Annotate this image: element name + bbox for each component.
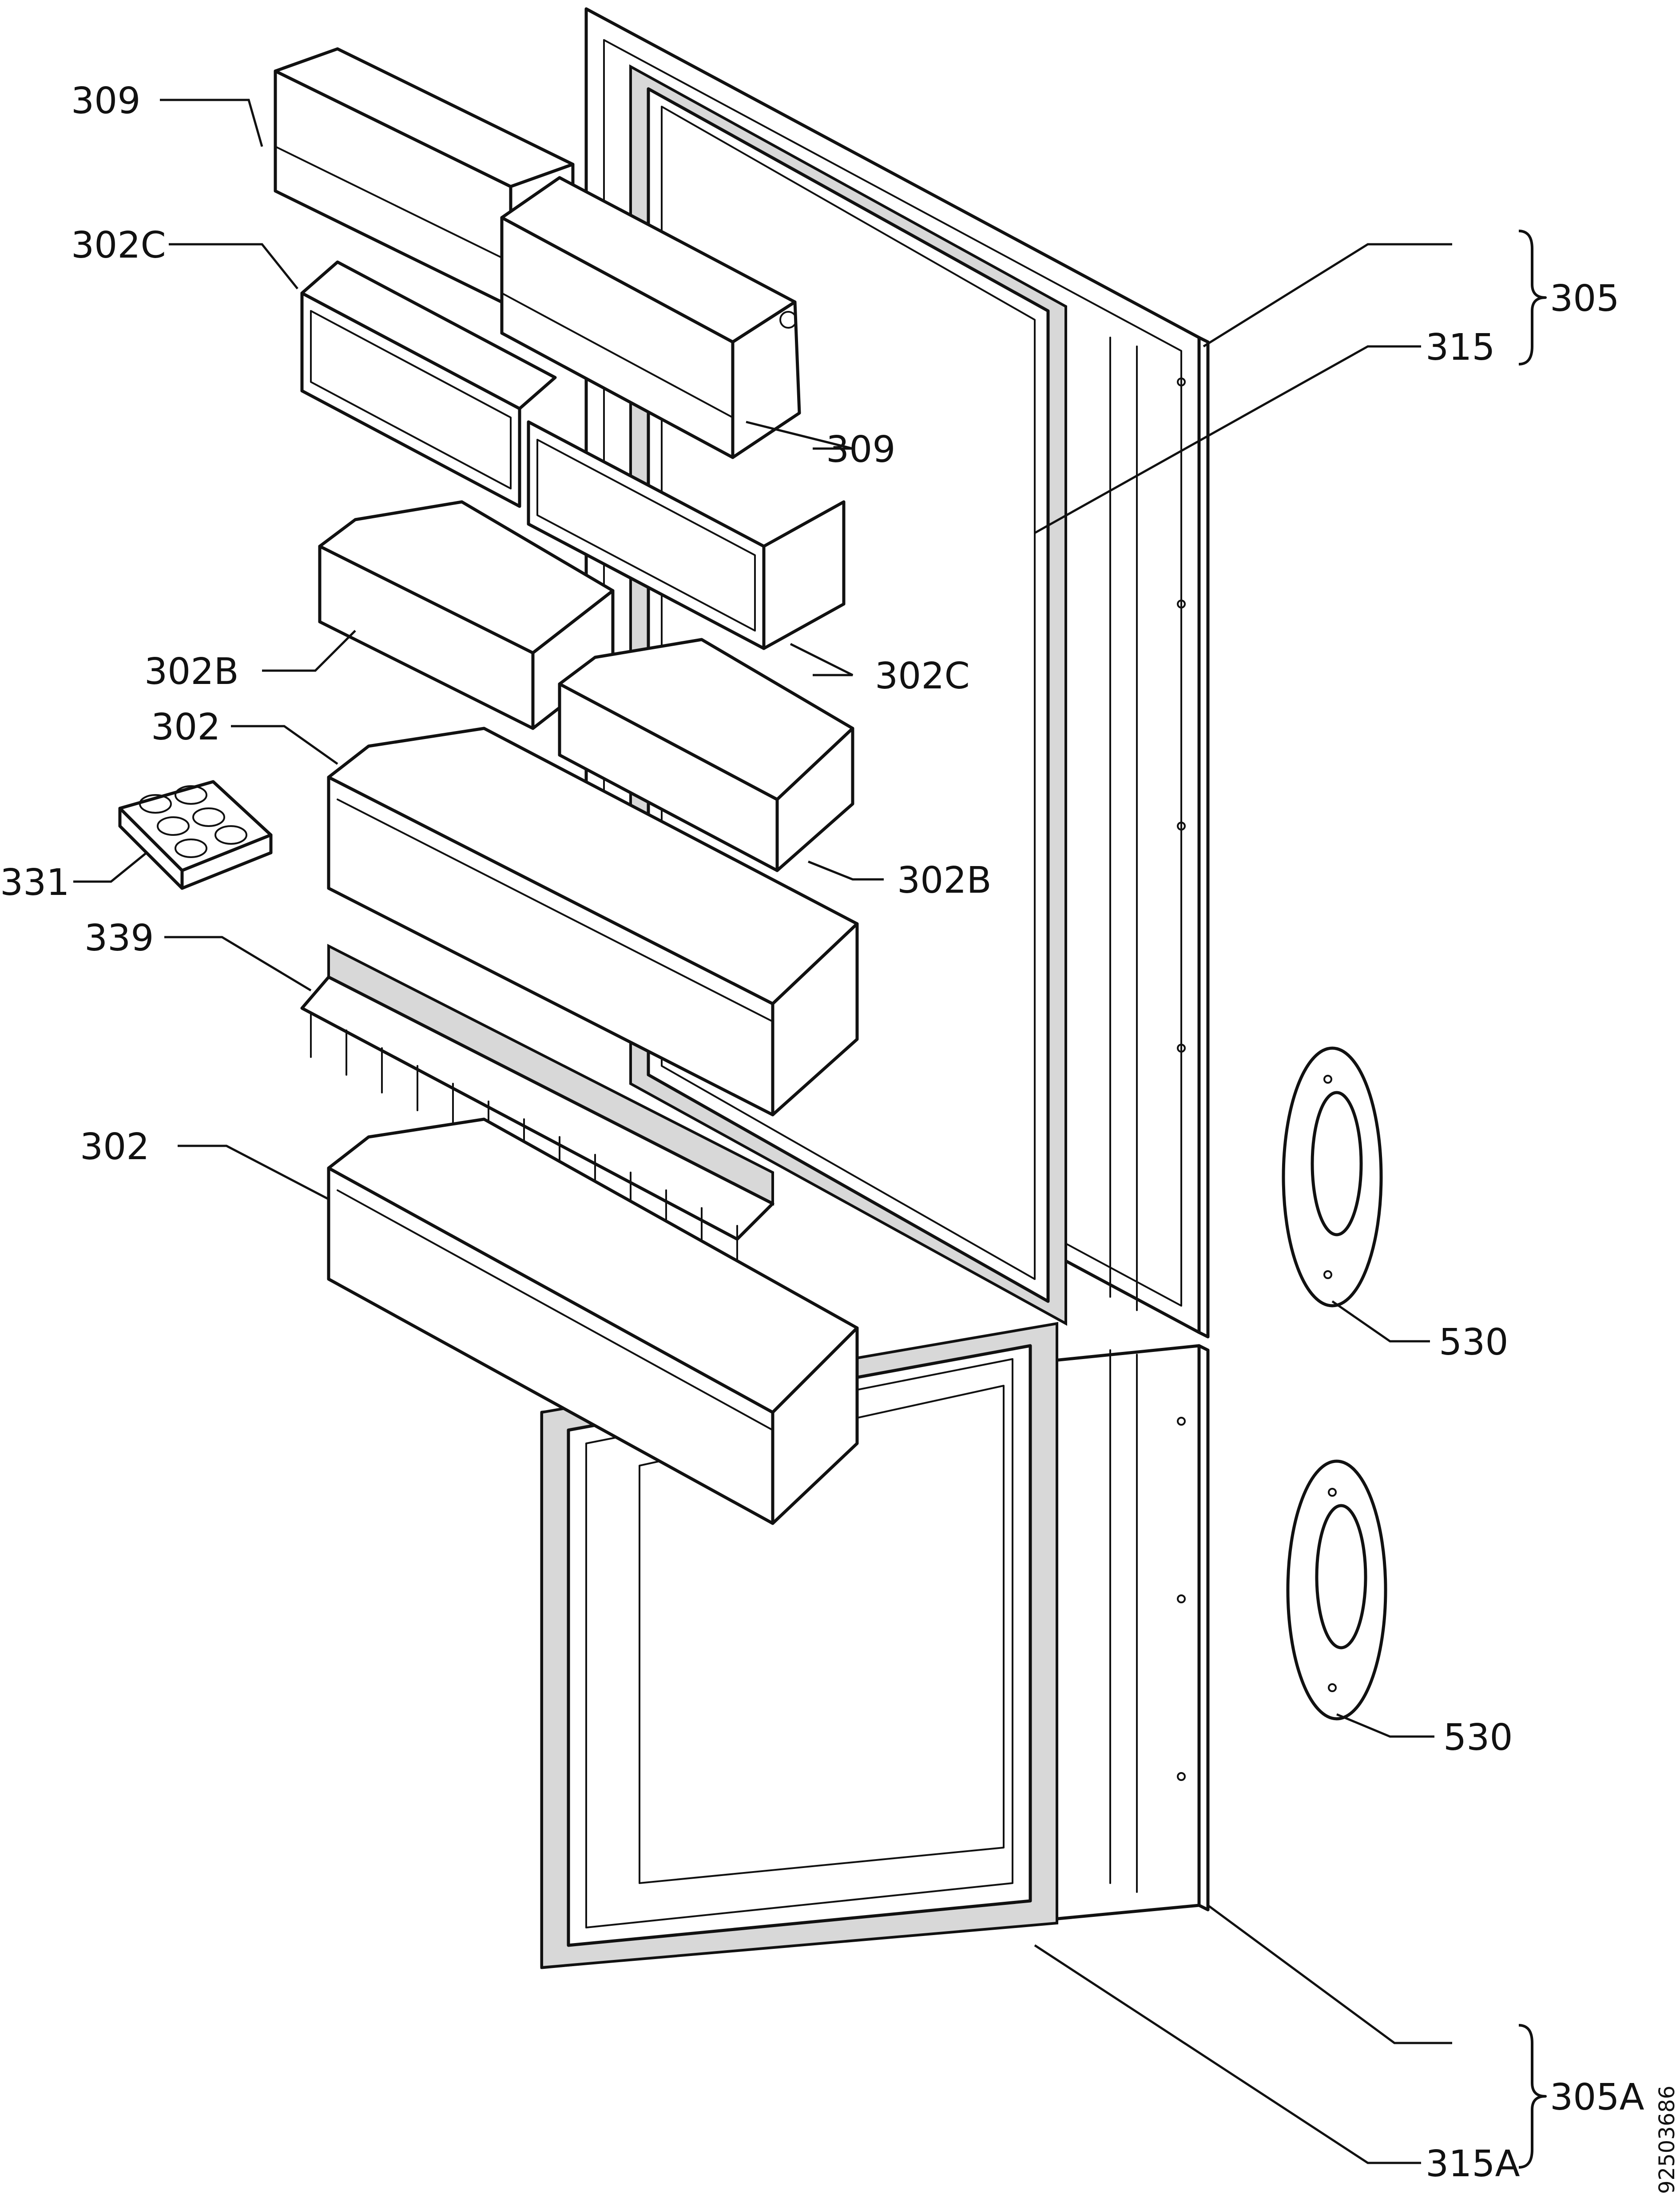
egg-tray-331 [118, 780, 273, 890]
drawing-number: 92503686 [1655, 2086, 1680, 2194]
door-bin-302-upper [327, 727, 859, 1117]
door-bin-302b-left [318, 500, 615, 730]
callout-530-upper: 530 [1439, 1321, 1509, 1363]
lower-door-panel [540, 1322, 1210, 1969]
callout-530-lower: 530 [1443, 1717, 1513, 1759]
callout-302b-right: 302B [897, 859, 992, 902]
door-shelf-302c-left [300, 260, 557, 508]
door-shelf-302c-right [527, 420, 846, 650]
callout-309-mid: 309 [826, 429, 896, 471]
callout-302b-left: 302B [144, 651, 239, 693]
callout-302c-left: 302C [71, 224, 166, 266]
door-bin-302b-right [558, 638, 854, 872]
callout-331: 331 [0, 862, 70, 904]
callout-302-lower: 302 [80, 1126, 150, 1168]
hinge-cover-530-lower [1286, 1459, 1387, 1721]
door-bin-302-lower [327, 1117, 859, 1525]
callout-309-top: 309 [71, 80, 141, 122]
leader-lines [73, 99, 1452, 2164]
brace-305a [1518, 2024, 1547, 2169]
callout-302c-right: 302C [875, 655, 970, 697]
callout-315a: 315A [1426, 2143, 1520, 2185]
brace-305 [1518, 230, 1547, 366]
dairy-lid-309-right [500, 176, 801, 459]
callout-302-upper: 302 [151, 706, 221, 748]
bottle-holder-339 [300, 944, 774, 1271]
callout-305a: 305A [1550, 2076, 1644, 2119]
hinge-cover-530-upper [1282, 1046, 1383, 1308]
callout-339: 339 [84, 917, 154, 959]
callout-305: 305 [1550, 278, 1620, 320]
callout-315: 315 [1426, 326, 1495, 369]
